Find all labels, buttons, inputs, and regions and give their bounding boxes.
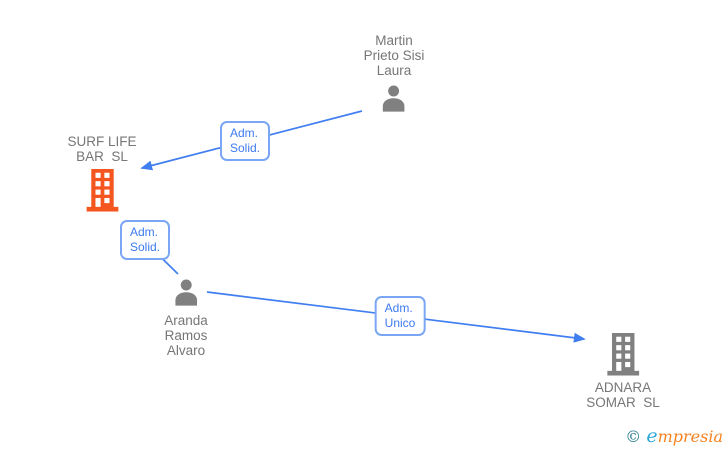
- edge-label-adm-solid-2: Adm. Solid.: [119, 220, 171, 260]
- node-aranda-ramos-alvaro[interactable]: Aranda Ramos Alvaro: [164, 277, 208, 358]
- empresia-watermark: © empresia: [625, 425, 723, 447]
- node-martin-prieto-sisi-laura[interactable]: Martin Prieto Sisi Laura: [363, 33, 425, 115]
- copyright-icon: ©: [625, 427, 642, 446]
- node-adnara-somar-sl[interactable]: ADNARA SOMAR SL: [586, 333, 660, 410]
- person-icon: [383, 85, 405, 112]
- node-label: SURF LIFE BAR SL: [67, 134, 137, 164]
- node-surf-life-bar-sl[interactable]: SURF LIFE BAR SL: [67, 134, 137, 212]
- node-label: Martin Prieto Sisi Laura: [363, 33, 425, 78]
- edge-label-adm-unico: Adm. Unico: [374, 296, 426, 336]
- brand-logo-text: mpresia: [657, 427, 723, 446]
- node-label: Aranda Ramos Alvaro: [164, 313, 208, 358]
- node-label: ADNARA SOMAR SL: [586, 380, 660, 410]
- edge-label-adm-solid-1: Adm. Solid.: [219, 121, 271, 161]
- building-icon: [607, 333, 639, 376]
- building-icon: [86, 169, 118, 212]
- person-icon: [175, 279, 197, 306]
- brand-logo-e: e: [646, 425, 658, 447]
